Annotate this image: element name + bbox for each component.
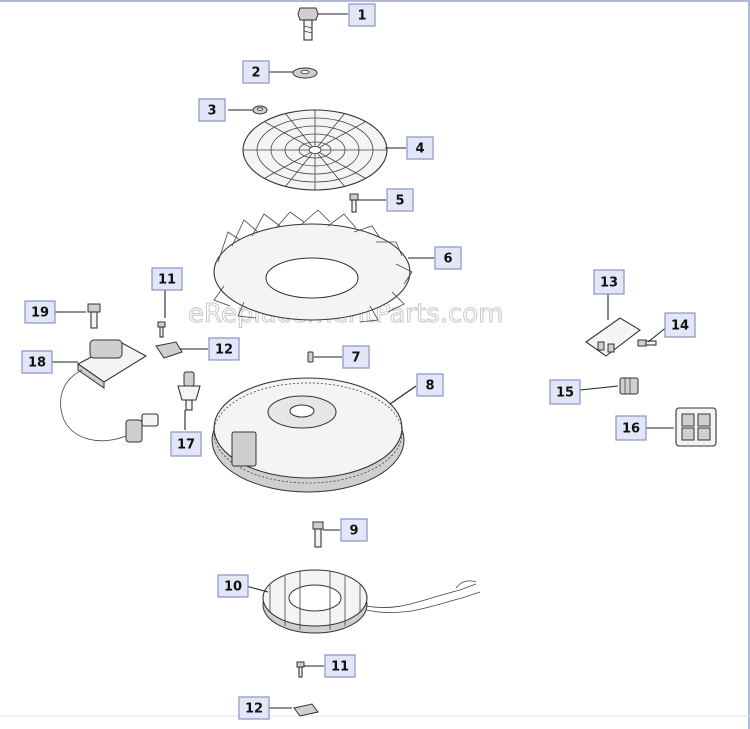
- callout-c19: 19: [24, 300, 56, 324]
- callout-c1: 1: [348, 3, 376, 27]
- callout-box: [242, 60, 270, 84]
- callout-box: [238, 696, 270, 720]
- callout-box: [386, 188, 414, 212]
- part-9-bolt: [312, 521, 324, 548]
- callout-c6: 6: [434, 246, 462, 270]
- part-19-bolt: [87, 303, 101, 329]
- callout-c16: 16: [615, 415, 647, 441]
- callout-c2: 2: [242, 60, 270, 84]
- part-8-flywheel: [211, 377, 405, 493]
- part-2-washer: [292, 67, 318, 79]
- callout-number: 11: [331, 660, 349, 675]
- callout-box: [348, 3, 376, 27]
- callout-c10: 10: [217, 574, 249, 598]
- callout-number: 4: [415, 142, 424, 157]
- callout-box: [198, 98, 226, 122]
- part-6-fan: [213, 209, 413, 323]
- part-3-lock-washer: [252, 105, 268, 115]
- part-15-connector: [619, 377, 639, 395]
- callout-number: 16: [622, 422, 640, 437]
- part-17-spark-plug: [177, 371, 201, 411]
- callout-c17: 17: [170, 431, 202, 457]
- callout-c7: 7: [342, 345, 370, 369]
- part-11-lower-screw: [296, 661, 305, 678]
- callout-box: [416, 373, 444, 397]
- callout-number: 1: [357, 9, 366, 24]
- callout-c9: 9: [340, 518, 368, 542]
- callout-box: [664, 312, 696, 338]
- callout-c8: 8: [416, 373, 444, 397]
- callout-box: [434, 246, 462, 270]
- callout-c11b: 11: [324, 654, 356, 678]
- callout-number: 5: [395, 194, 404, 209]
- callout-number: 3: [207, 104, 216, 119]
- part-10-stator: [262, 569, 481, 634]
- callout-box: [342, 345, 370, 369]
- callout-number: 7: [351, 351, 360, 366]
- callout-c5: 5: [386, 188, 414, 212]
- callout-c12b: 12: [238, 696, 270, 720]
- callout-number: 10: [224, 580, 242, 595]
- callout-box: [21, 350, 53, 374]
- part-4-grass-screen: [242, 109, 388, 191]
- callout-number: 18: [28, 356, 46, 371]
- callout-c14: 14: [664, 312, 696, 338]
- callout-box: [406, 136, 434, 160]
- callout-number: 12: [215, 343, 233, 358]
- part-7-key: [307, 351, 314, 363]
- callout-number: 11: [158, 273, 176, 288]
- callout-box: [170, 431, 202, 457]
- callout-c18: 18: [21, 350, 53, 374]
- callout-box: [217, 574, 249, 598]
- part-11-upper-screw: [157, 321, 166, 338]
- callout-box: [208, 337, 240, 361]
- part-18-ignition-coil: [60, 339, 159, 443]
- callout-number: 13: [600, 276, 618, 291]
- callout-number: 2: [251, 66, 260, 81]
- callout-box: [24, 300, 56, 324]
- part-12-lower-clip: [293, 703, 319, 717]
- callout-c4: 4: [406, 136, 434, 160]
- callout-c11a: 11: [151, 267, 183, 291]
- callout-c3: 3: [198, 98, 226, 122]
- part-14-screw: [637, 339, 657, 347]
- part-5-screw: [349, 193, 359, 213]
- callout-c12a: 12: [208, 337, 240, 361]
- part-1-bolt: [297, 7, 319, 41]
- callout-box: [324, 654, 356, 678]
- callout-c13: 13: [593, 269, 625, 295]
- callout-number: 19: [31, 306, 49, 321]
- callout-box: [549, 379, 581, 405]
- callout-box: [340, 518, 368, 542]
- part-13-rectifier: [585, 317, 641, 357]
- callout-number: 17: [177, 438, 195, 453]
- callout-box: [151, 267, 183, 291]
- callout-number: 9: [349, 524, 358, 539]
- callout-c15: 15: [549, 379, 581, 405]
- callout-number: 15: [556, 386, 574, 401]
- callout-number: 12: [245, 702, 263, 717]
- part-16-connector-block: [675, 407, 717, 447]
- callout-number: 8: [425, 379, 434, 394]
- callout-number: 14: [671, 319, 689, 334]
- leader-lines: [50, 13, 674, 709]
- part-12-upper-clip: [155, 341, 183, 359]
- callout-number: 6: [443, 252, 452, 267]
- callout-box: [615, 415, 647, 441]
- callout-box: [593, 269, 625, 295]
